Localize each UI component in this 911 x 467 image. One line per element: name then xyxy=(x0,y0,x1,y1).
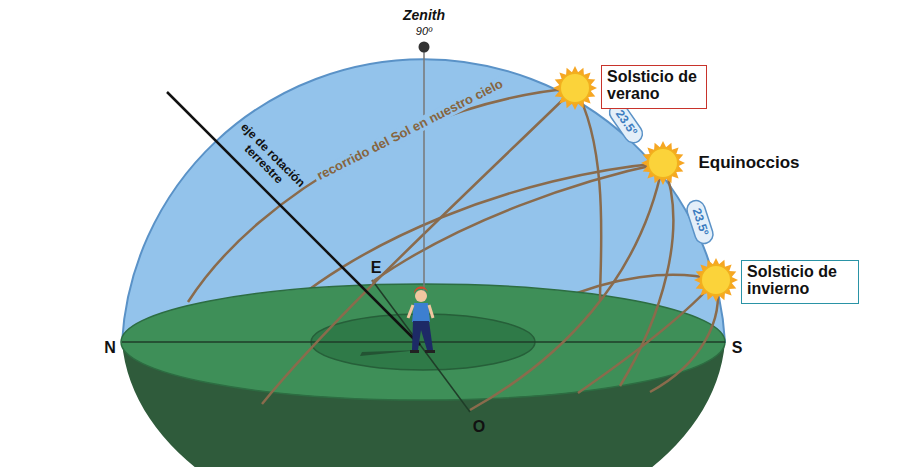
zenith-label: Zenith xyxy=(403,8,445,23)
rotation-axis xyxy=(167,92,420,345)
sun-rays xyxy=(641,141,685,185)
sun-rays xyxy=(694,258,738,302)
sun-paths-front xyxy=(262,88,718,410)
winter-solstice-box: Solsticio de invierno xyxy=(741,260,859,304)
cardinal-label: N xyxy=(104,339,116,357)
angle-pills xyxy=(606,100,715,246)
cardinal-label: E xyxy=(371,259,382,277)
sun-icons xyxy=(553,66,738,302)
sun-disc xyxy=(560,73,590,103)
cardinal-label: S xyxy=(732,339,743,357)
equinox-label: Equinoccios xyxy=(698,154,799,173)
zenith-dot xyxy=(419,42,430,53)
sun-disc xyxy=(701,265,731,295)
zenith-angle: 90º xyxy=(416,25,432,37)
box-text: Solsticio de invierno xyxy=(747,264,851,298)
cardinal-label: O xyxy=(473,418,485,436)
observer-figure xyxy=(408,287,435,354)
sun-disc xyxy=(648,148,678,178)
ground-plane xyxy=(121,284,725,400)
box-text: Solsticio de verano xyxy=(607,69,699,103)
zenith-line xyxy=(423,47,425,300)
sun-rays xyxy=(553,66,597,110)
summer-solstice-box: Solsticio de verano xyxy=(601,65,707,109)
cardinal-lines xyxy=(122,280,725,412)
